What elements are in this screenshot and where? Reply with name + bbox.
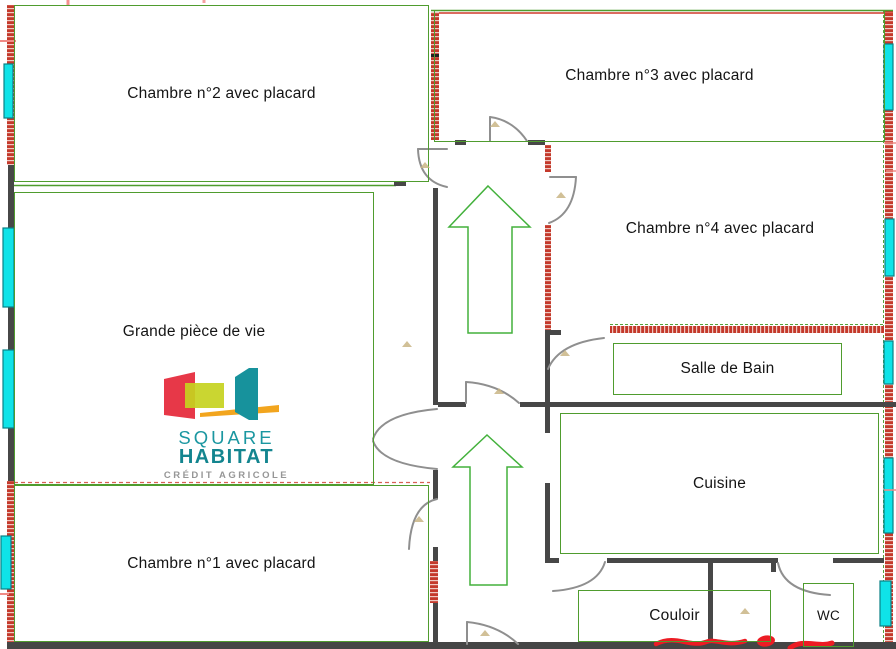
- room-label: Chambre n°2 avec placard: [127, 84, 316, 102]
- wall-segment: [607, 558, 778, 563]
- wall-segment: [545, 558, 559, 563]
- door-swing-icon: [480, 630, 490, 636]
- wall-segment: [771, 561, 776, 572]
- room-chambre3: Chambre n°3 avec placard: [434, 10, 885, 142]
- wall-segment: [431, 54, 439, 57]
- room-label: Cuisine: [692, 474, 747, 492]
- window: [884, 218, 895, 277]
- window: [883, 457, 894, 534]
- door-arc: [489, 116, 528, 142]
- wall-segment: [8, 165, 14, 481]
- wall-segment: [545, 333, 550, 433]
- door-arc: [777, 562, 831, 596]
- wall-segment: [528, 140, 545, 145]
- windows: [0, 43, 895, 627]
- door-arc: [548, 176, 577, 224]
- logo-teal-bar: [249, 368, 258, 420]
- logo-chartreuse-shape: [185, 383, 224, 408]
- wall-segment: [520, 402, 896, 407]
- red-scribble: [787, 640, 835, 649]
- red-scribble: [653, 638, 748, 647]
- door-swing-icon: [740, 608, 750, 614]
- room-label: Chambre n°1 avec placard: [127, 554, 316, 572]
- window: [883, 340, 894, 385]
- wall-segment: [433, 470, 438, 499]
- room-couloir: Couloir: [578, 590, 771, 642]
- room-chambre4: Chambre n°4 avec placard: [570, 215, 870, 243]
- room-salle-de-bain: Salle de Bain: [613, 343, 842, 395]
- room-chambre1: Chambre n°1 avec placard: [14, 485, 429, 642]
- wall-segment: [7, 642, 896, 649]
- room-label: Salle de Bain: [680, 360, 775, 377]
- wall-segment: [433, 603, 438, 643]
- window: [879, 580, 892, 627]
- wall-segment: [545, 330, 561, 335]
- door-swing-icon: [556, 192, 566, 198]
- door-arc: [552, 561, 606, 592]
- room-wc: WC: [803, 583, 854, 647]
- up-arrow: [451, 433, 524, 586]
- wall-segment: [455, 140, 466, 145]
- direction-arrows: [447, 184, 532, 586]
- door-arc: [547, 337, 605, 370]
- room-grande-piece: Grande pièce de vie SQUARE HABITAT CRÉDI…: [14, 192, 374, 485]
- wall-segment: [545, 145, 551, 172]
- door-swing-icon: [560, 350, 570, 356]
- door-arc: [408, 498, 438, 550]
- door-arc: [465, 381, 520, 404]
- wall-segment: [545, 225, 551, 332]
- square-habitat-logo-icon: [164, 368, 279, 420]
- wall-segment: [433, 188, 438, 405]
- window: [2, 227, 15, 308]
- door-arc: [417, 148, 448, 188]
- door-swing-icon: [420, 162, 430, 168]
- logo-text-square: SQUARE: [178, 427, 275, 448]
- window: [0, 535, 12, 590]
- door-swing-icon: [494, 388, 504, 394]
- logo-text-habitat: HABITAT: [178, 446, 275, 468]
- wall-segment: [431, 12, 439, 140]
- wall-segment: [885, 10, 893, 649]
- logo-text-credit-agricole: CRÉDIT AGRICOLE: [163, 470, 290, 481]
- room-label: Chambre n°4 avec placard: [625, 220, 815, 237]
- window: [2, 349, 15, 429]
- door-swing-icon: [414, 516, 424, 522]
- doors: [372, 116, 831, 645]
- wall-segment: [438, 402, 466, 407]
- room-cuisine: Cuisine: [560, 413, 879, 554]
- interior-walls: [14, 12, 896, 643]
- wall-segment: [545, 483, 550, 561]
- wall-segment: [430, 561, 438, 603]
- up-arrow: [447, 184, 532, 334]
- door-arc: [372, 440, 438, 470]
- room-label: Couloir: [649, 607, 700, 624]
- door-arc: [466, 621, 519, 645]
- wall-segment: [610, 326, 884, 333]
- window: [3, 63, 14, 119]
- door-arc: [372, 408, 438, 440]
- window: [883, 43, 894, 111]
- door-swing-icon: [402, 341, 412, 347]
- square-habitat-logo: SQUARE HABITAT CRÉDIT AGRICOLE: [163, 367, 290, 483]
- room-label: WC: [817, 607, 840, 623]
- wall-segment: [433, 547, 438, 561]
- wall-segment: [708, 563, 713, 643]
- wall-segment: [833, 558, 884, 563]
- logo-teal-shape: [235, 368, 249, 420]
- room-label: Chambre n°3 avec placard: [565, 67, 754, 84]
- wall-segment: [394, 181, 406, 186]
- room-chambre2: Chambre n°2 avec placard: [14, 5, 429, 182]
- door-swing-icon: [490, 121, 500, 127]
- room-label: Grande pièce de vie: [122, 323, 266, 340]
